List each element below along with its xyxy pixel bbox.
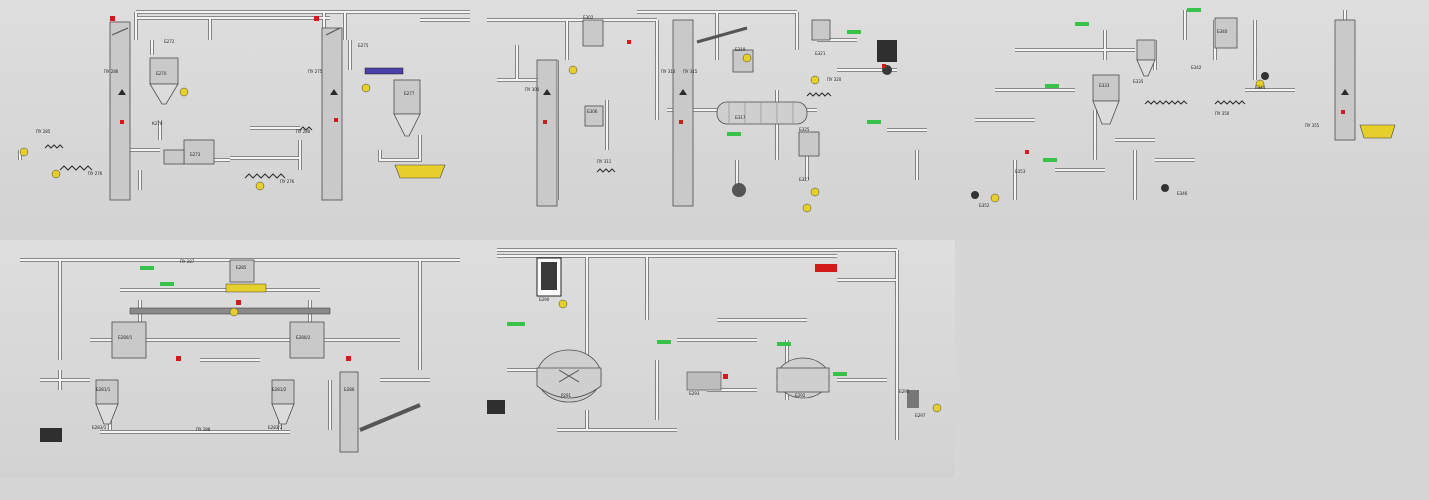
panel-tag: ПУ 276	[280, 179, 295, 184]
panel-tag: Б283/1	[92, 425, 107, 430]
panel-tag: Б286	[344, 387, 355, 392]
panel-tag: Б352	[979, 203, 990, 208]
panel-tag: Б273	[190, 152, 201, 157]
panel-tag: Б281/2	[272, 387, 287, 392]
panel-tag: Б297	[915, 413, 926, 418]
panel-tag: Б333	[1099, 83, 1110, 88]
panel-tag: Б281/1	[96, 387, 111, 392]
panel-tag: Б340	[1217, 29, 1228, 34]
panel-tag: Б277	[404, 91, 415, 96]
panel-tag: Б270	[156, 71, 167, 76]
panel-tag: Б319	[735, 47, 746, 52]
panel-tag: Б353	[1015, 169, 1026, 174]
panel-reactor-line: Б290 Р291 Б292 Б293 Б295 Б297	[477, 240, 955, 478]
panel-tag: Р291	[561, 393, 572, 398]
mimic-diagram-1	[18, 10, 470, 201]
panel-tag: Б295	[899, 389, 910, 394]
panel-tag: Б317	[735, 115, 746, 120]
panel-tag: ПУ 275	[308, 69, 323, 74]
panel-tag: Б327	[799, 177, 810, 182]
panel-tag: ПУ 355	[1305, 123, 1320, 128]
panel-tag: ПУ 287	[180, 259, 195, 264]
panel-tag: ПУ 300	[525, 87, 540, 92]
panel-tag: Б272	[164, 39, 175, 44]
panel-tag: ПУ 276	[88, 171, 103, 176]
panel-tag: К270	[152, 121, 163, 126]
panel-separation-line: Б333 Б335 Б340 Б342 Б344 Б346 ПУ 350 Б35…	[955, 0, 1429, 240]
panel-tag: ПУ 310	[661, 69, 676, 74]
panel-tag: ПУ 311	[597, 159, 612, 164]
panel-tag: ПУ 280	[296, 129, 311, 134]
panel-tag: ПУ 285	[36, 129, 51, 134]
panel-tag: Б346	[1177, 191, 1188, 196]
panel-tag: Б290	[539, 297, 550, 302]
mimic-diagram-2	[487, 10, 927, 213]
panel-tag: ПУ 286	[104, 69, 119, 74]
mimic-diagram-5	[487, 248, 942, 440]
panel-tag: Б292	[795, 393, 806, 398]
mimic-diagram-3	[971, 8, 1396, 203]
panel-tag: ПУ 315	[683, 69, 698, 74]
panel-tag: Б280/1	[118, 335, 133, 340]
bottom-strip	[0, 478, 955, 500]
panel-tag: ПУ 320	[827, 77, 842, 82]
empty-panel-area	[955, 240, 1429, 500]
panel-dryer-line-2: ПУ 300 Б302 Б306 ПУ 310 ПУ 311 Б317 Б319…	[477, 0, 955, 240]
panel-tag: Б275	[358, 43, 369, 48]
panel-tag: Б293	[689, 391, 700, 396]
panel-tag: Б285	[236, 265, 247, 270]
panel-tag: Б335	[1133, 79, 1144, 84]
panel-tag: Б280/2	[296, 335, 311, 340]
panel-tag: Б283/2	[268, 425, 283, 430]
panel-grinding-line: Б280/1 Б280/2 Б281/1 Б281/2 Б283/1 Б283/…	[0, 240, 477, 478]
panel-tag: Б302	[583, 15, 594, 20]
panel-tag: Б306	[587, 109, 598, 114]
panel-tag: Б344	[1255, 85, 1266, 90]
panel-tag: ПУ 288	[196, 427, 211, 432]
panel-dryer-line-1: ПУ 286 Б270 К270 Б273 Б272 ПУ 275 Б275 Б…	[0, 0, 477, 240]
mimic-diagram-4	[20, 258, 460, 453]
panel-tag: Б342	[1191, 65, 1202, 70]
panel-tag: ПУ 350	[1215, 111, 1230, 116]
panel-tag: Б321	[815, 51, 826, 56]
panel-tag: Б325	[799, 127, 810, 132]
